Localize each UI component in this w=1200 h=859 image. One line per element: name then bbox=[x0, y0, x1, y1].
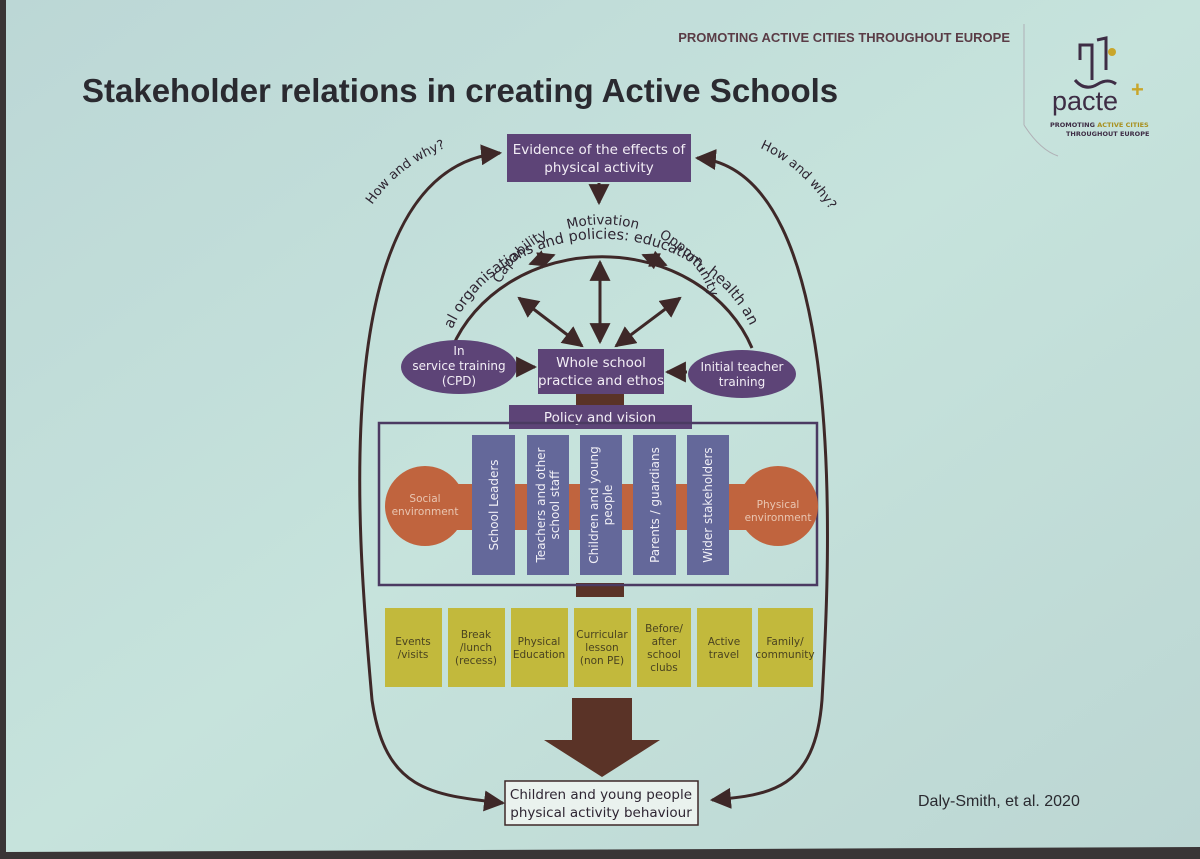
stakeholder-column-wider bbox=[687, 435, 729, 575]
stakeholder-label-wider: Wider stakeholders bbox=[701, 447, 715, 562]
whole-school-box bbox=[538, 349, 664, 394]
activity-box-break-lunch bbox=[448, 608, 505, 687]
outer-loop-left-arrow bbox=[358, 144, 506, 812]
evidence-box bbox=[507, 134, 691, 182]
evidence-label-line1: Evidence of the effects of bbox=[513, 142, 687, 158]
activity-label-clubs-line1: Before/ bbox=[645, 623, 683, 635]
activity-label-events-line2: /visits bbox=[398, 649, 429, 661]
activity-label-curricular-line3: (non PE) bbox=[580, 655, 624, 667]
stakeholder-column-parents bbox=[633, 435, 676, 575]
activity-label-travel-line2: travel bbox=[709, 649, 739, 661]
in-service-label-line3: (CPD) bbox=[442, 374, 476, 388]
big-down-arrow bbox=[544, 698, 660, 777]
physical-environment-circle bbox=[738, 466, 818, 546]
outer-loop-right-arrow bbox=[694, 149, 829, 809]
logo-wordmark: pacte bbox=[1052, 86, 1118, 116]
stakeholder-label-parents: Parents / guardians bbox=[648, 447, 662, 563]
activity-boxes: Events /visits Break /lunch (recess) Phy… bbox=[385, 608, 815, 687]
in-service-label-line2: service training bbox=[412, 359, 505, 373]
initial-teacher-training-ellipse bbox=[688, 350, 796, 398]
physical-env-label-line2: environment bbox=[745, 512, 812, 524]
national-arc-line bbox=[450, 255, 754, 349]
initial-teacher-label-line2: training bbox=[719, 375, 766, 389]
opportunity-to-practice-arrow bbox=[614, 296, 682, 348]
activity-box-physical-education bbox=[511, 608, 568, 687]
logo-plus: + bbox=[1131, 77, 1144, 102]
logo-subline-1: PROMOTING ACTIVE CITIES bbox=[1050, 121, 1149, 129]
activity-label-clubs-line3: school bbox=[647, 649, 681, 661]
slide-title: Stakeholder relations in creating Active… bbox=[82, 72, 838, 109]
in-service-label-line1: In bbox=[453, 344, 464, 358]
social-env-label-line2: environment bbox=[392, 506, 459, 518]
activity-label-break-line3: (recess) bbox=[455, 655, 497, 667]
activity-label-curricular-line2: lesson bbox=[585, 642, 618, 654]
outcome-label-line1: Children and young people bbox=[510, 787, 692, 803]
stakeholder-columns: School Leaders Teachers and other school… bbox=[472, 435, 729, 575]
policy-vision-box bbox=[509, 405, 692, 429]
header-tagline: PROMOTING ACTIVE CITIES THROUGHOUT EUROP… bbox=[678, 30, 1010, 45]
stakeholder-column-children bbox=[580, 435, 622, 575]
capability-motivation-arrow bbox=[528, 250, 556, 269]
spine-upper bbox=[576, 394, 624, 406]
spine-lower bbox=[576, 583, 624, 597]
stakeholder-column-school-leaders bbox=[472, 435, 515, 575]
activity-label-clubs-line2: after bbox=[652, 636, 678, 648]
stakeholder-label-teachers-line2: school staff bbox=[548, 470, 562, 540]
logo-divider-curve bbox=[1023, 124, 1059, 157]
activity-label-travel-line1: Active bbox=[708, 636, 740, 648]
logo-subline-2: THROUGHOUT EUROPE bbox=[1066, 130, 1149, 138]
activity-label-pe-line2: Education bbox=[513, 649, 565, 661]
activity-label-family-line1: Family/ bbox=[766, 636, 804, 648]
activity-box-active-travel bbox=[697, 608, 752, 687]
citation: Daly-Smith, et al. 2020 bbox=[918, 793, 1080, 810]
activity-label-break-line2: /lunch bbox=[460, 642, 492, 654]
activity-box-clubs bbox=[637, 608, 691, 687]
social-env-label-line1: Social bbox=[409, 493, 440, 505]
activity-label-family-line2: community bbox=[755, 649, 814, 661]
stakeholder-label-teachers-line1: Teachers and other bbox=[534, 447, 548, 563]
capability-to-practice-arrow bbox=[517, 296, 584, 348]
whole-school-label-line1: Whole school bbox=[556, 355, 646, 371]
outcome-label-line2: physical activity behaviour bbox=[510, 805, 692, 821]
pacte-logo: pacte + PROMOTING ACTIVE CITIES THROUGHO… bbox=[1023, 24, 1149, 157]
activity-label-break-line1: Break bbox=[461, 629, 492, 641]
evidence-label-line2: physical activity bbox=[544, 160, 653, 176]
social-environment-circle bbox=[385, 466, 465, 546]
motivation-opportunity-arrow bbox=[641, 250, 668, 270]
whole-school-label-line2: practice and ethos bbox=[538, 373, 664, 389]
motivation-label: Motivation bbox=[565, 212, 641, 233]
outcome-box bbox=[504, 780, 699, 826]
activity-box-family-community bbox=[758, 608, 813, 687]
in-service-training-ellipse bbox=[401, 340, 517, 394]
activity-box-events-visits bbox=[385, 608, 442, 687]
activity-label-curricular-line1: Curricular bbox=[576, 629, 628, 641]
initial-teacher-label-line1: Initial teacher bbox=[701, 360, 784, 374]
stakeholder-column-teachers bbox=[527, 435, 569, 575]
stakeholder-label-children-line2: people bbox=[601, 485, 615, 526]
city-icon bbox=[1073, 36, 1117, 89]
activity-box-curricular bbox=[574, 608, 631, 687]
activity-label-clubs-line4: clubs bbox=[650, 662, 677, 674]
activity-label-pe-line1: Physical bbox=[518, 636, 561, 648]
activity-label-events-line1: Events bbox=[395, 636, 431, 648]
stakeholder-label-children-line1: Children and young bbox=[587, 446, 601, 563]
physical-env-label-line1: Physical bbox=[757, 499, 800, 511]
stakeholder-label-school-leaders: School Leaders bbox=[487, 459, 501, 550]
